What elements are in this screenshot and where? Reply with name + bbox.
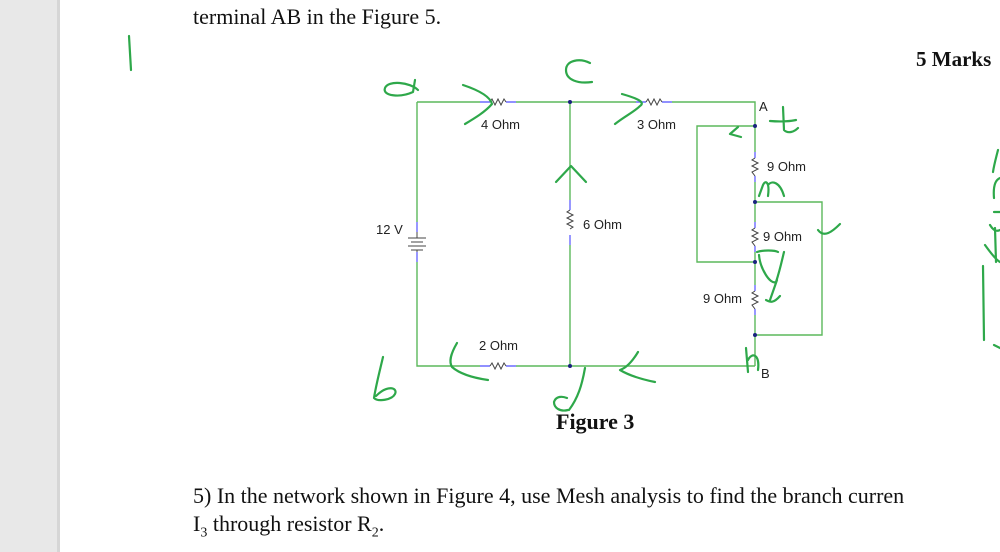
- label-source: 12 V: [376, 222, 403, 237]
- ink-note-m: [757, 181, 786, 198]
- label-2ohm: 2 Ohm: [479, 338, 518, 353]
- label-9ohm-upper: 9 Ohm: [767, 159, 806, 174]
- ink-check: [816, 222, 842, 235]
- resistor-9ohm-lower: [750, 290, 760, 310]
- ink-node-d: [552, 366, 587, 412]
- left-gutter: [0, 0, 60, 552]
- marks-label: 5 Marks: [916, 47, 992, 71]
- resistor-4ohm: [489, 97, 507, 107]
- label-6ohm: 6 Ohm: [583, 217, 622, 232]
- bypass-right-wire: [755, 201, 823, 336]
- bypass-left-wire: [696, 125, 755, 263]
- handwritten-annotations: [127, 34, 1000, 412]
- resistor-9ohm-middle: [750, 227, 760, 247]
- ink-arrow-top-left: [461, 83, 494, 126]
- question-5: 5) In the network shown in Figure 4, use…: [193, 482, 904, 547]
- ink-arrow-top-right: [613, 92, 643, 126]
- circuit-wires: [416, 101, 823, 367]
- ink-arrow-bypass: [728, 125, 743, 139]
- ink-node-b: [372, 355, 397, 402]
- question-5-line-1: 5) In the network shown in Figure 4, use…: [193, 483, 905, 508]
- figure-caption: Figure 3: [556, 409, 635, 434]
- ink-note-h: [744, 346, 760, 374]
- resistor-3ohm: [645, 97, 663, 107]
- ink-arrow-middle: [554, 164, 588, 184]
- circuit-nodes: [568, 100, 757, 368]
- resistor-symbols: [489, 97, 760, 371]
- ink-margin-notes: [981, 148, 1000, 350]
- resistor-leads: [416, 101, 756, 367]
- label-3ohm: 3 Ohm: [637, 117, 676, 132]
- resistor-6ohm: [565, 209, 575, 230]
- ink-note-t: [768, 105, 800, 134]
- terminal-a: A: [759, 99, 768, 114]
- label-9ohm-lower: 9 Ohm: [703, 291, 742, 306]
- question-text-top: terminal AB in the Figure 5.: [193, 4, 442, 29]
- resistor-9ohm-upper: [750, 157, 760, 177]
- terminal-b: B: [761, 366, 770, 381]
- ink-tick-lower: [764, 294, 782, 303]
- battery-symbol: [408, 232, 426, 252]
- top-wire: [417, 101, 756, 126]
- document-page: [63, 0, 1000, 552]
- ink-note-y: [755, 249, 786, 302]
- ink-node-a: [383, 78, 420, 97]
- ink-node-c: [564, 59, 594, 84]
- label-9ohm-middle: 9 Ohm: [763, 229, 802, 244]
- question-5-line-2: I3 through resistor R2.: [193, 511, 385, 541]
- ink-tick-margin: [127, 34, 133, 72]
- left-bottom-wire: [416, 102, 755, 367]
- ink-arrow-bottom-right: [618, 350, 657, 384]
- label-4ohm: 4 Ohm: [481, 117, 520, 132]
- ink-arrow-bottom-left: [449, 341, 490, 382]
- resistor-2ohm: [489, 361, 507, 371]
